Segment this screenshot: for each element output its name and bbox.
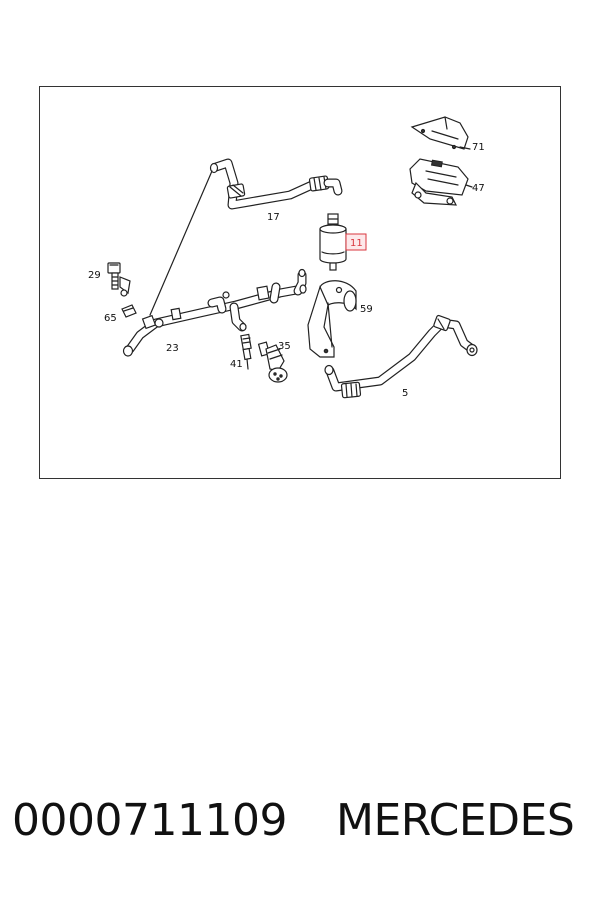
callout-17: 17 [267, 212, 280, 223]
callout-23: 23 [166, 343, 179, 354]
part-65-clip[interactable] [121, 304, 137, 318]
ac-refrigerant-lines-exploded-diagram: 71 47 17 11 29 59 65 35 23 41 5 [88, 116, 485, 399]
callout-11: 11 [350, 238, 363, 249]
callout-59: 59 [360, 304, 373, 315]
part-41-temperature-switch[interactable] [240, 333, 252, 370]
callout-65: 65 [104, 313, 117, 324]
part-23-main-pipe[interactable] [122, 170, 307, 357]
part-17-upper-pipe[interactable] [209, 158, 343, 210]
part-47-control-module[interactable] [409, 158, 473, 206]
part-29-screw[interactable] [107, 262, 131, 297]
part-info-footer: 0000711109 MERCEDES [0, 795, 600, 865]
part-59-mounting-bracket[interactable] [307, 280, 357, 358]
callout-5: 5 [402, 388, 408, 399]
callout-11-highlight[interactable]: 11 [345, 233, 367, 251]
callout-47: 47 [472, 183, 485, 194]
parts-diagram-frame: 71 47 17 11 29 59 65 35 23 41 5 [39, 86, 561, 479]
part-5-lower-pipe[interactable] [324, 314, 478, 399]
brand-name: MERCEDES [336, 795, 575, 846]
part-number: 0000711109 [12, 795, 287, 846]
part-35-pressure-sensor[interactable] [257, 341, 288, 383]
callout-41: 41 [230, 359, 243, 370]
part-71-bracket-plate[interactable] [410, 116, 471, 150]
callout-35: 35 [278, 341, 291, 352]
callout-29: 29 [88, 270, 101, 281]
callout-71: 71 [472, 142, 485, 153]
part-11-receiver-drier[interactable] [319, 213, 347, 271]
